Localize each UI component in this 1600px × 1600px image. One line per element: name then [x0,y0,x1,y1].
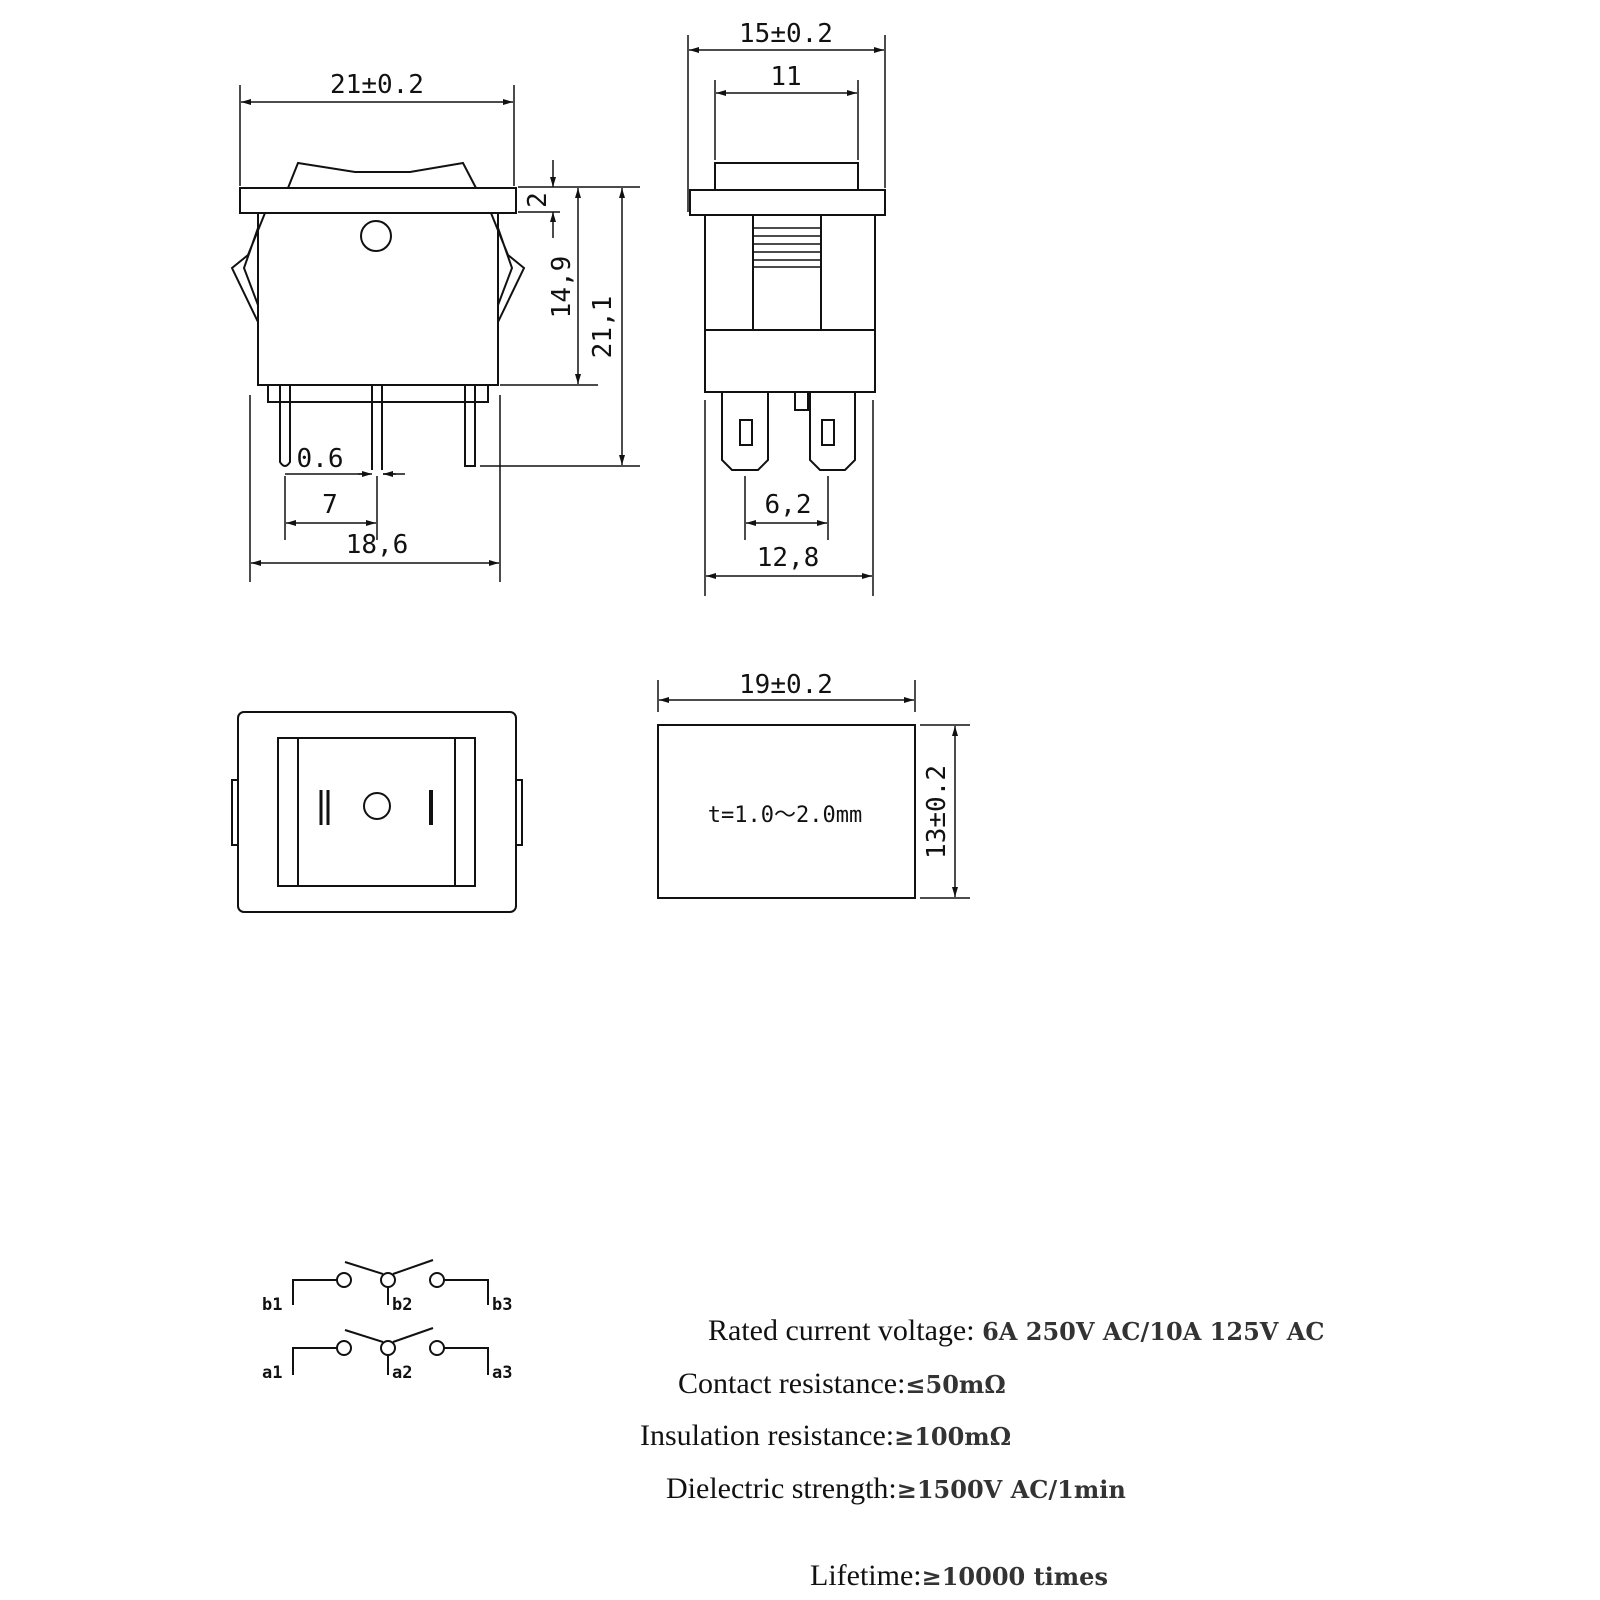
dim-side-width: 15±0.2 [739,19,833,49]
center-tab [794,391,809,411]
dim-body-height: 14,9 [547,256,577,319]
dim-terminal-span: 12,8 [757,543,820,573]
dim-terminal-pitch: 6,2 [765,490,812,520]
flange-side [689,189,886,216]
symbol-O [363,792,391,820]
symbol-II [319,790,330,825]
rocker-face [277,737,476,887]
body [257,212,499,386]
cutout-rect [657,724,916,899]
top-view [231,711,523,913]
spec-dielectric: Dielectric strength:≥1500V AC/1min [666,1472,1126,1505]
label-a3: a3 [492,1363,512,1383]
spec-contact: Contact resistance:≤50mΩ [678,1367,1006,1400]
pin-left [279,385,291,467]
spec-insulation: Insulation resistance:≥100mΩ [640,1419,1011,1452]
rocker-side [714,162,859,191]
dim-rocker: 11 [770,62,801,92]
dim-cutout-width: 19±0.2 [739,670,833,700]
front-view: 21±0.2 2 14,9 21,1 0.6 7 18,6 [230,70,640,582]
terminal-right [809,392,856,471]
base [267,384,489,403]
body-upper [704,214,876,331]
pin-center [371,385,383,470]
flange [239,187,517,214]
side-view: 15±0.2 11 6,2 12,8 [687,19,886,596]
dim-total-height: 21,1 [588,296,618,359]
right-clip [490,212,526,323]
dim-cutout-height: 13±0.2 [922,765,952,859]
dim-pin-width: 0.6 [297,444,344,474]
spec-lifetime: Lifetime:≥10000 times [810,1559,1108,1592]
label-b2: b2 [392,1295,412,1315]
label-a1: a1 [262,1363,282,1383]
dim-pin-span: 18,6 [346,530,409,560]
center-block [752,214,822,331]
left-clip [230,212,266,323]
row-a: a1 a2 a3 [262,1327,512,1383]
pin-right [464,385,476,467]
label-b1: b1 [262,1295,282,1315]
label-a2: a2 [392,1363,412,1383]
row-b: b1 b2 b3 [262,1259,512,1315]
led-circle [360,220,392,252]
rocker-outline [287,161,477,189]
schematic: b1 b2 b3 a1 a2 a3 [262,1259,512,1383]
dim-pin-pitch: 7 [322,490,338,520]
specifications: Rated current voltage: 6A 250V AC/10A 12… [640,1314,1324,1592]
dim-flange: 2 [523,192,553,208]
terminal-left [721,392,769,471]
hatch [753,227,821,268]
body-lower [704,329,876,393]
panel-thickness: t=1.0～2.0mm [708,803,862,828]
label-b3: b3 [492,1295,512,1315]
dim-width: 21±0.2 [330,70,424,100]
spec-rated: Rated current voltage: 6A 250V AC/10A 12… [708,1314,1324,1347]
panel-cutout: 19±0.2 13±0.2 t=1.0～2.0mm [657,670,970,899]
